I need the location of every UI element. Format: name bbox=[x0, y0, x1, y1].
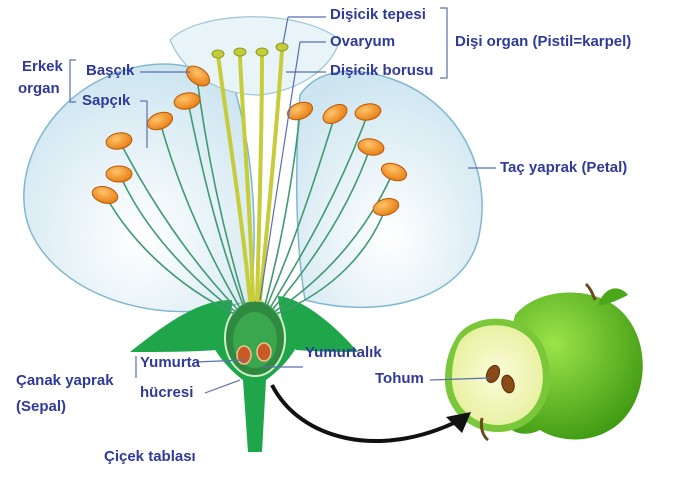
label-sepal-1: Çanak yaprak bbox=[16, 372, 114, 390]
label-sepal-2: (Sepal) bbox=[16, 398, 66, 416]
ovule-right bbox=[257, 343, 271, 361]
label-filament: Sapçık bbox=[82, 92, 130, 110]
label-anther: Başçık bbox=[86, 62, 134, 80]
label-ovary: Yumurtalık bbox=[305, 344, 382, 362]
label-stigma: Dişicik tepesi bbox=[330, 6, 426, 24]
label-egg-cell-2: hücresi bbox=[140, 384, 193, 402]
label-female-organ: Dişi organ (Pistil=karpel) bbox=[455, 33, 631, 51]
label-receptacle: Çiçek tablası bbox=[104, 448, 196, 466]
label-egg-cell-1: Yumurta bbox=[140, 354, 200, 372]
bracket-female bbox=[440, 8, 447, 78]
apple bbox=[445, 284, 643, 440]
label-petal: Taç yaprak (Petal) bbox=[500, 159, 627, 177]
apple-leaf bbox=[598, 288, 628, 305]
stigma-1 bbox=[212, 50, 224, 58]
label-male-organ-1: Erkek bbox=[22, 58, 63, 76]
label-style: Dişicik borusu bbox=[330, 62, 433, 80]
arrow bbox=[272, 385, 471, 441]
stigma-4 bbox=[276, 43, 288, 51]
stigma-3 bbox=[256, 48, 268, 56]
label-ovary-top: Ovaryum bbox=[330, 33, 395, 51]
anther-5 bbox=[106, 166, 132, 182]
label-male-organ-2: organ bbox=[18, 80, 60, 98]
label-seed: Tohum bbox=[375, 370, 424, 388]
petal-left bbox=[24, 64, 254, 312]
ovule-left bbox=[237, 346, 251, 364]
stigma-2 bbox=[234, 48, 246, 56]
